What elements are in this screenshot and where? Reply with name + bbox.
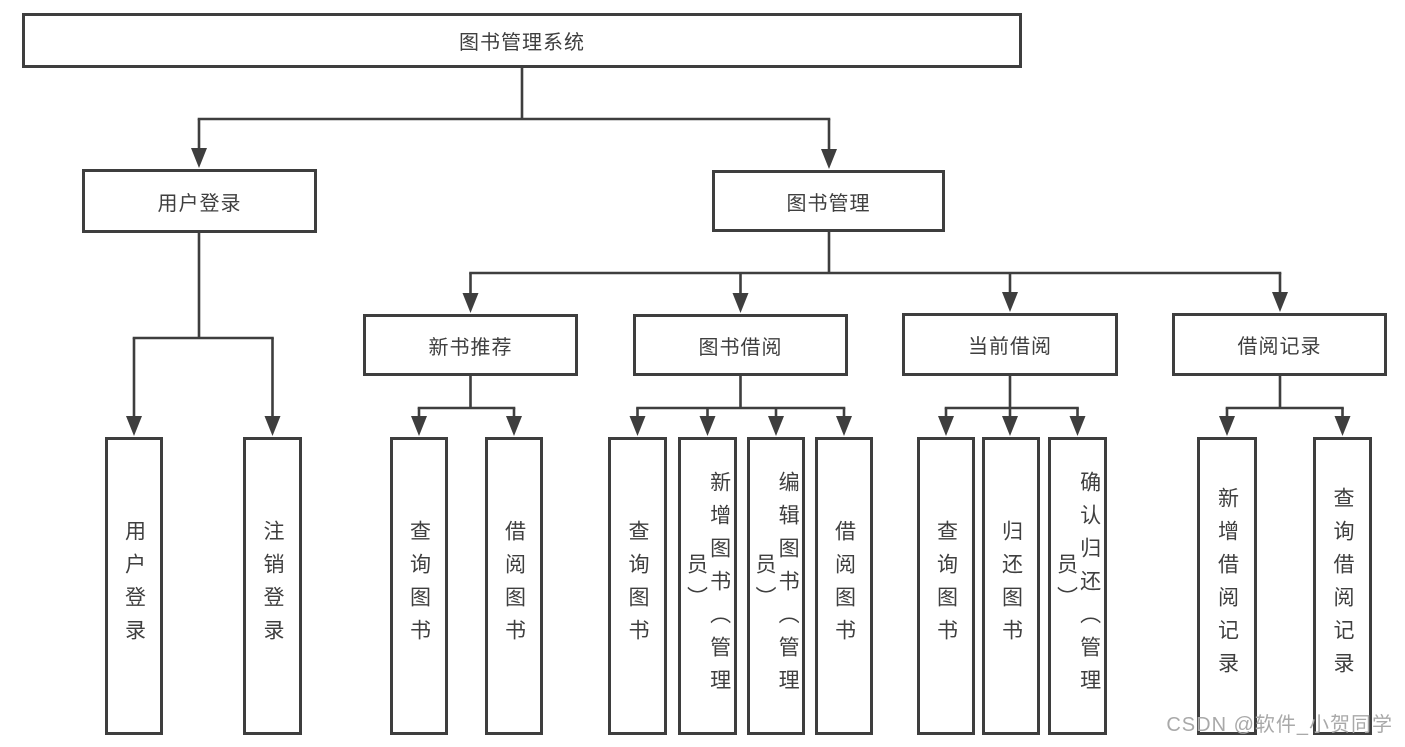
leaf-add-books-admin: 新增图书（管理员） <box>678 437 737 735</box>
node-new-book-recommendation: 新书推荐 <box>363 314 578 376</box>
leaf-add-borrow-record: 新增借阅记录 <box>1197 437 1257 735</box>
leaf-query-books-current: 查询图书 <box>917 437 975 735</box>
node-borrowing-records: 借阅记录 <box>1172 313 1387 376</box>
leaf-borrow-books-borrowing: 借阅图书 <box>815 437 873 735</box>
leaf-return-books: 归还图书 <box>982 437 1040 735</box>
node-book-management: 图书管理 <box>712 170 945 232</box>
leaf-edit-books-admin: 编辑图书（管理员） <box>747 437 805 735</box>
leaf-user-login: 用户登录 <box>105 437 163 735</box>
leaf-borrow-books-recommend: 借阅图书 <box>485 437 543 735</box>
leaf-query-books-borrowing: 查询图书 <box>608 437 667 735</box>
node-user-login: 用户登录 <box>82 169 317 233</box>
node-current-borrowing: 当前借阅 <box>902 313 1118 376</box>
leaf-confirm-return-admin: 确认归还（管理员） <box>1048 437 1107 735</box>
watermark-text: CSDN @软件_小贺同学 <box>1166 714 1393 736</box>
leaf-query-books-recommend: 查询图书 <box>390 437 448 735</box>
node-library-management-system: 图书管理系统 <box>22 13 1022 68</box>
leaf-logout: 注销登录 <box>243 437 302 735</box>
leaf-query-borrow-record: 查询借阅记录 <box>1313 437 1372 735</box>
node-book-borrowing: 图书借阅 <box>633 314 848 376</box>
